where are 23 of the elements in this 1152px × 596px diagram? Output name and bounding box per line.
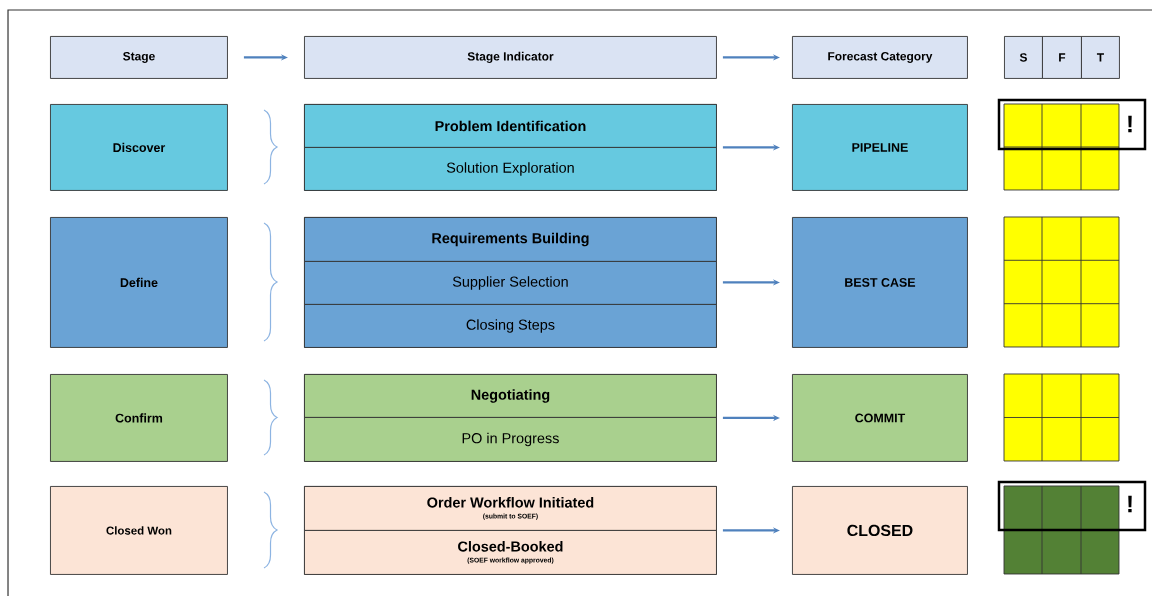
indicator-box: Problem Identification	[304, 104, 717, 148]
stage-box: Discover	[50, 104, 228, 191]
header-box: S	[1004, 36, 1043, 79]
header-box: F	[1042, 36, 1082, 79]
stage-box: Closed Won	[50, 486, 228, 575]
stage-box: Confirm	[50, 374, 228, 462]
indicator-box: Closing Steps	[304, 304, 717, 348]
indicator-box: Requirements Building	[304, 217, 717, 262]
header-box: Stage	[50, 36, 228, 79]
forecast-box: PIPELINE	[792, 104, 968, 191]
indicator-box: Solution Exploration	[304, 147, 717, 191]
forecast-box: COMMIT	[792, 374, 968, 462]
exclamation-mark: !	[1128, 115, 1132, 133]
stage-box: Define	[50, 217, 228, 348]
header-box: T	[1081, 36, 1120, 79]
forecast-box: CLOSED	[792, 486, 968, 575]
header-box: Stage Indicator	[304, 36, 717, 79]
header-box: Forecast Category	[792, 36, 968, 79]
indicator-box: Supplier Selection	[304, 261, 717, 305]
exclamation-mark: !	[1128, 495, 1132, 513]
forecast-box: BEST CASE	[792, 217, 968, 348]
indicator-box: Negotiating	[304, 374, 717, 418]
indicator-box: PO in Progress	[304, 417, 717, 462]
